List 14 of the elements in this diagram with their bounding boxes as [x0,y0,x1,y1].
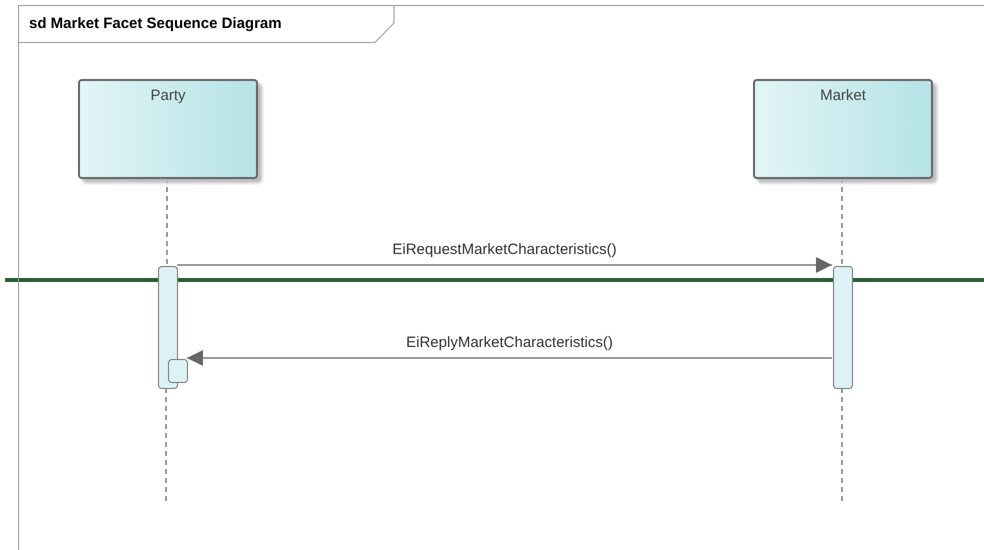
lifeline-name: Market [820,87,866,104]
lifeline-head [78,79,258,179]
diagram-frame [18,5,984,550]
message-arrow [187,350,832,366]
lifeline-head [753,79,933,179]
lifeline [841,178,843,265]
frame-title: sd Market Facet Sequence Diagram [29,15,282,32]
activation-bar [158,266,178,389]
message-label: EiReplyMarketCharacteristics() [404,334,615,351]
lifeline [166,178,168,265]
activation-bar [833,266,853,389]
lifeline-name: Party [150,87,186,104]
message-arrow [177,257,832,273]
activation-bar [168,359,188,383]
